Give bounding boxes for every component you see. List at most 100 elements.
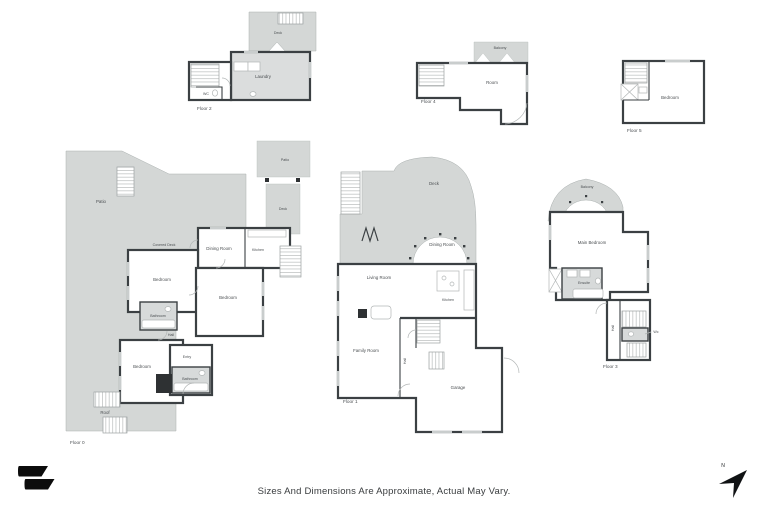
room-label-patio-upper: Patio — [281, 158, 289, 162]
room-label-laundry: Laundry — [255, 74, 272, 79]
deck-posts — [409, 233, 470, 260]
toilet-icon — [212, 89, 218, 97]
label-leader-line — [644, 331, 652, 335]
wall-post — [296, 178, 300, 182]
room-label-deck: Deck — [279, 207, 287, 211]
room-label-hall: Hall — [168, 333, 174, 337]
toilet-icon — [164, 306, 172, 312]
brand-logo — [18, 466, 55, 490]
kitchen-counter — [463, 269, 475, 311]
patio-stairs — [116, 166, 135, 197]
staircase — [416, 319, 441, 344]
room-label-hall: Hall — [403, 358, 407, 364]
door-arc — [407, 329, 417, 339]
door-arc — [188, 285, 199, 296]
roof-stairs — [102, 416, 128, 434]
toilet-icon — [595, 277, 601, 285]
plan-floor-1: Deck Dining Room Living Room Kitchen Fam… — [336, 156, 520, 434]
compass: N — [719, 463, 747, 498]
furniture-icon — [370, 305, 392, 320]
sink-icon — [566, 269, 578, 278]
room-label-covered-deck: Covered Deck — [153, 243, 176, 247]
door-arc — [215, 258, 226, 269]
dryer-icon — [247, 61, 261, 72]
room-label-kitchen: Kitchen — [252, 248, 264, 252]
room-label-ensuite: Ensuite — [578, 281, 590, 285]
sink-icon — [249, 91, 257, 97]
room-label-kitchen: Kitchen — [442, 298, 454, 302]
door-arc — [397, 383, 411, 397]
fireplace — [358, 309, 367, 318]
toilet-icon — [628, 331, 634, 337]
room-label-entry: Entry — [183, 355, 192, 359]
plan-floor-4: Balcony Room Floor 4 — [415, 41, 529, 126]
deck-area — [265, 183, 301, 235]
room-label-balcony: Balcony — [581, 185, 594, 189]
room-label-family-room: Family Room — [353, 348, 379, 353]
room-label-dining-room: Dining Room — [429, 242, 455, 247]
wc-room — [621, 327, 649, 342]
room-label-bedroom-3: Bedroom — [133, 364, 151, 369]
deck-stairs — [340, 171, 361, 215]
floor-label: Floor 3 — [603, 364, 618, 369]
north-arrow-icon — [719, 470, 747, 498]
roof-stairs — [93, 391, 121, 408]
room-label-deck: Deck — [429, 181, 440, 186]
wc-partition — [196, 86, 223, 100]
plan-floor-5: Bedroom Floor 5 — [620, 59, 706, 133]
room-label-deck: Deck — [274, 31, 282, 35]
balcony-area — [473, 41, 529, 65]
room-label-living-room: Living Room — [367, 275, 392, 280]
floor-label: Floor 5 — [627, 128, 642, 133]
bathtub-icon — [173, 382, 209, 392]
room-label-bathroom-1: Bathroom — [150, 314, 166, 318]
sink-icon — [579, 269, 591, 278]
room-label-wc: WC — [203, 92, 209, 96]
staircase — [624, 62, 648, 84]
shelf-icon — [638, 86, 648, 94]
room-label-dining-room: Dining Room — [206, 246, 232, 251]
bathtub-icon — [572, 288, 604, 299]
closet — [620, 83, 639, 101]
room-label-bedroom-2: Bedroom — [219, 295, 237, 300]
room-label-balcony: Balcony — [494, 46, 507, 50]
bedroom-2-outline — [194, 266, 265, 338]
staircase — [190, 63, 220, 88]
kitchen-island — [436, 270, 460, 292]
room-label-main-bedroom: Main Bedroom — [578, 240, 607, 245]
plan-floor-0: Patio Patio Deck Covered Deck Dining Roo… — [65, 140, 311, 445]
room-label-bathroom-2: Bathroom — [182, 377, 198, 381]
floor-label: Floor 1 — [343, 399, 358, 404]
room-label-garage: Garage — [451, 385, 466, 390]
door-arc — [157, 330, 168, 341]
staircase — [621, 310, 647, 328]
wall-post — [265, 178, 269, 182]
floor-label: Floor 0 — [70, 440, 85, 445]
door-arc — [182, 382, 195, 395]
dining-kitchen-block — [196, 226, 292, 270]
bathtub-icon — [141, 319, 176, 329]
upper-patio-area — [256, 140, 311, 178]
deck-stairs — [277, 12, 304, 25]
staircase — [418, 64, 445, 87]
washer-icon — [233, 61, 249, 72]
room-label-bedroom: Bedroom — [661, 95, 679, 100]
door-arc — [504, 102, 528, 125]
room-label-patio: Patio — [96, 199, 107, 204]
dark-closet — [156, 374, 172, 393]
plan-floor-3: Balcony Main Bedroom Ensuite Hall Wc Flo… — [547, 178, 659, 369]
staircase — [626, 342, 647, 358]
north-label: N — [721, 463, 725, 469]
room-label-bedroom-1: Bedroom — [153, 277, 171, 282]
room-label-hall: Hall — [611, 325, 615, 331]
room-label-room: Room — [486, 80, 498, 85]
footer-disclaimer: Sizes And Dimensions Are Approximate, Ac… — [258, 486, 511, 497]
floor-label: Floor 4 — [421, 99, 436, 104]
door-arc — [503, 357, 520, 374]
staircase — [428, 351, 445, 370]
room-label-roof: Roof — [100, 410, 110, 415]
staircase — [279, 245, 302, 278]
door-arc — [221, 77, 231, 87]
